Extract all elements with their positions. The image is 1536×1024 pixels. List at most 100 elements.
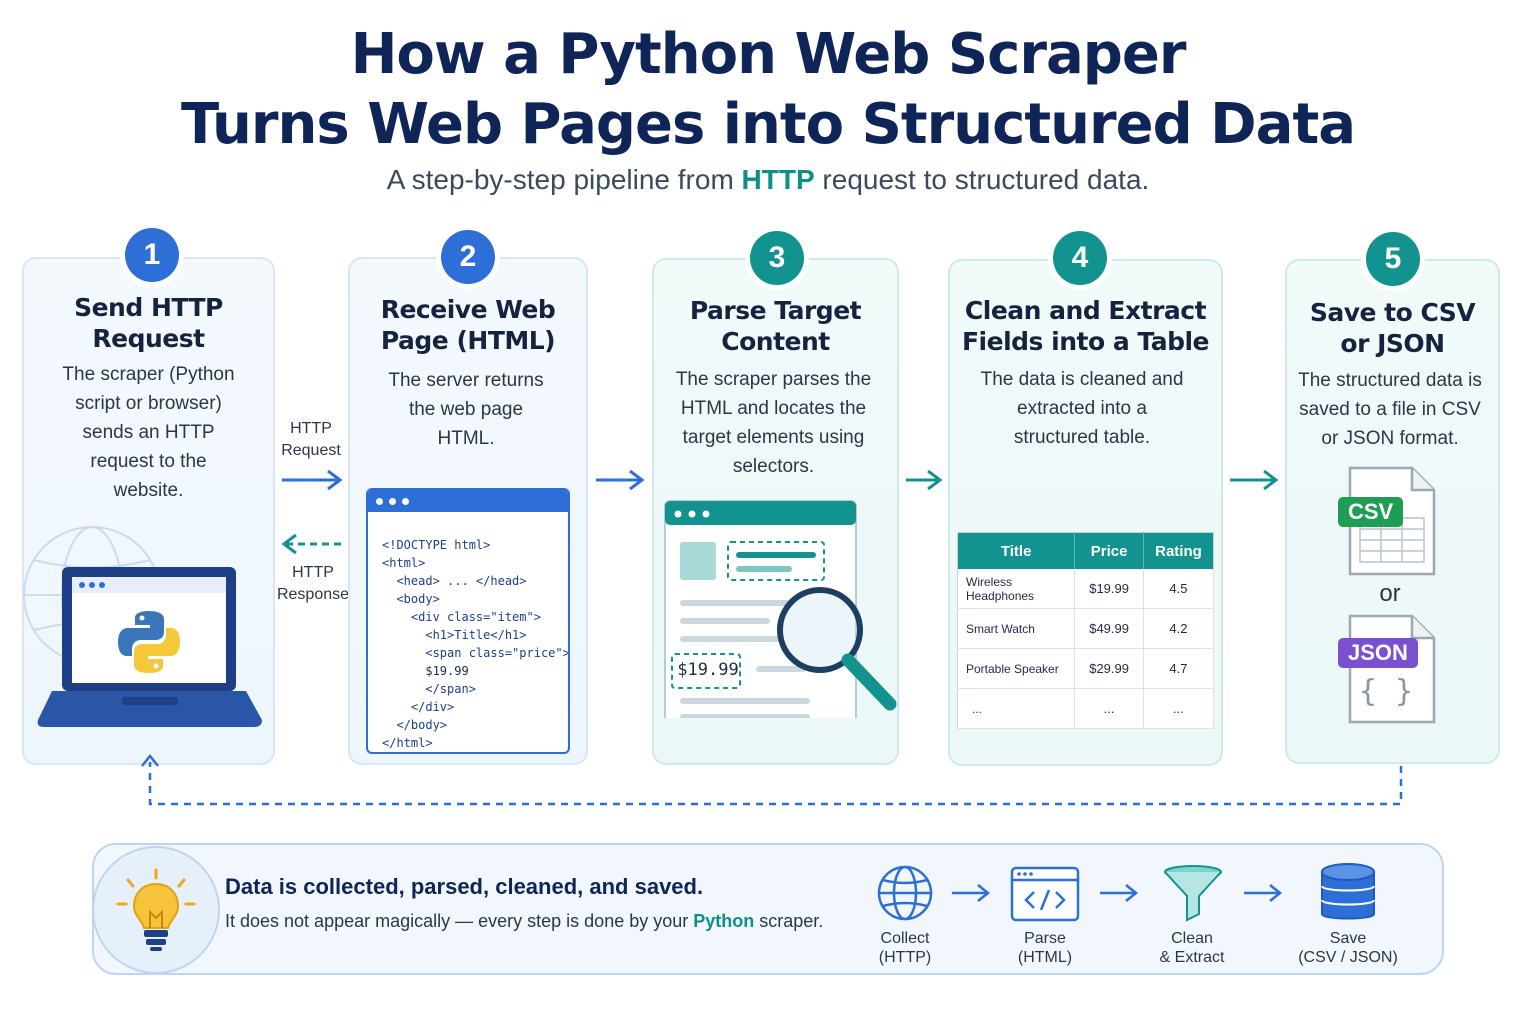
- step-desc-4: The data is cleaned and extracted into a…: [948, 365, 1216, 452]
- table-header-price: Price: [1074, 532, 1144, 569]
- json-file-icon: [1348, 614, 1436, 724]
- code-line: </span>: [382, 682, 476, 696]
- braces-icon: { }: [1358, 674, 1414, 709]
- step-desc-1-line: sends an HTTP: [82, 422, 215, 443]
- table-cell: Smart Watch: [957, 608, 1076, 649]
- step-title-1: Send HTTP Request: [22, 292, 275, 354]
- step-title-3-line1: Parse Target: [689, 296, 862, 325]
- code-line: <div class="item">: [382, 610, 541, 624]
- http-request-label: HTTP Request: [270, 418, 352, 462]
- step-title-1-line1: Send HTTP: [74, 293, 223, 322]
- http-request-label-line: HTTP: [290, 420, 332, 437]
- code-line: </html>: [382, 736, 433, 750]
- flow-label-parse: Parse (HTML): [975, 929, 1115, 967]
- table-cell: 4.2: [1143, 608, 1215, 649]
- step-desc-2-line: the web page: [408, 399, 524, 420]
- http-response-label-line: Response: [276, 586, 350, 603]
- arrow-right-icon: [1244, 884, 1283, 902]
- code-line: <body>: [382, 592, 440, 606]
- step-badge-2: 2: [441, 230, 495, 284]
- step-title-1-line2: Request: [92, 324, 205, 353]
- table-header-title: Title: [957, 532, 1076, 569]
- page-title-line2: Turns Web Pages into Structured Data: [180, 92, 1356, 157]
- subtitle-highlight: HTTP: [741, 164, 815, 195]
- extracted-data-table: Title Price Rating Wireless Headphones $…: [957, 532, 1215, 729]
- code-line: </div>: [382, 700, 455, 714]
- step-desc-3-line: HTML and locates the: [680, 398, 867, 419]
- step-badge-1: 1: [125, 228, 179, 282]
- summary-text: It does not appear magically — every ste…: [225, 911, 823, 932]
- step-badge-5: 5: [1366, 232, 1420, 286]
- flow-label-line: & Extract: [1159, 949, 1225, 966]
- step-desc-3-line: The scraper parses the: [675, 369, 872, 390]
- database-icon: [1321, 863, 1375, 920]
- step-desc-3: The scraper parses the HTML and locates …: [652, 365, 895, 481]
- table-row: ... ... ...: [957, 688, 1215, 729]
- step-badge-3: 3: [750, 231, 804, 285]
- arrow-right-icon: [906, 469, 943, 491]
- table-cell: $29.99: [1074, 648, 1144, 689]
- flow-label-clean: Clean & Extract: [1122, 929, 1262, 967]
- table-cell: 4.7: [1143, 648, 1215, 689]
- step-desc-1-line: The scraper (Python: [62, 364, 235, 385]
- step-title-2-line2: Page (HTML): [380, 326, 556, 355]
- flow-label-line: Save: [1329, 930, 1367, 947]
- step-desc-5-line: The structured data is: [1298, 370, 1482, 391]
- flow-label-collect: Collect (HTTP): [835, 929, 975, 967]
- table-cell: ...: [1074, 688, 1144, 729]
- flow-label-line: (HTML): [1017, 949, 1073, 966]
- http-response-label-line: HTTP: [292, 564, 334, 581]
- table-cell: 4.5: [1143, 569, 1215, 609]
- step-desc-1-line: website.: [113, 480, 184, 501]
- summary-text-highlight: Python: [693, 911, 755, 931]
- parse-page-illustration: [664, 500, 897, 718]
- parsed-price-value: $19.99: [677, 660, 739, 680]
- step-title-4-line1: Clean and Extract: [964, 296, 1207, 325]
- step-title-5-line2: or JSON: [1340, 329, 1445, 358]
- step-title-2-line1: Receive Web: [380, 295, 556, 324]
- table-header-row: Title Price Rating: [957, 532, 1214, 569]
- request-arrow-icon: [282, 469, 343, 491]
- html-code-window: <!DOCTYPE html><html> <head> ... </head>…: [366, 488, 570, 754]
- flow-label-line: (HTTP): [878, 949, 932, 966]
- step-desc-4-line: extracted into a: [1017, 398, 1147, 419]
- lightbulb-icon: [116, 868, 196, 951]
- table-header-rating: Rating: [1143, 532, 1214, 569]
- table-row: Smart Watch $49.99 4.2: [957, 608, 1215, 649]
- subtitle-text: A step-by-step pipeline from: [386, 164, 742, 195]
- step-title-3: Parse Target Content: [652, 295, 899, 357]
- arrow-right-icon: [596, 469, 645, 491]
- code-line: </body>: [382, 718, 448, 732]
- table-cell: ...: [957, 688, 1076, 729]
- code-line: $19.99: [382, 664, 469, 678]
- subtitle-text-end: request to structured data.: [814, 164, 1150, 195]
- table-cell: $19.99: [1074, 569, 1144, 609]
- code-line: <h1>Title</h1>: [382, 628, 527, 642]
- step-title-2: Receive Web Page (HTML): [348, 294, 588, 356]
- table-cell: $49.99: [1074, 608, 1144, 649]
- table-cell: ...: [1143, 688, 1215, 729]
- flow-label-save: Save (CSV / JSON): [1278, 929, 1418, 967]
- or-separator: or: [1379, 580, 1401, 607]
- summary-panel: [92, 843, 1444, 975]
- step-desc-1: The scraper (Python script or browser) s…: [22, 360, 275, 505]
- step-title-5-line1: Save to CSV: [1309, 298, 1476, 327]
- step-desc-1-line: script or browser): [75, 393, 222, 414]
- globe-icon: [877, 865, 933, 921]
- step-desc-1-line: request to the: [90, 451, 207, 472]
- step-desc-2-line: The server returns: [388, 370, 544, 391]
- html-code-block: <!DOCTYPE html><html> <head> ... </head>…: [368, 512, 568, 752]
- summary-text-start: It does not appear magically — every ste…: [225, 911, 694, 931]
- arrow-right-icon: [1230, 469, 1279, 491]
- code-window-titlebar: [368, 490, 568, 512]
- page-subtitle: A step-by-step pipeline from HTTP reques…: [0, 164, 1536, 196]
- page-title-line1: How a Python Web Scraper: [350, 22, 1187, 87]
- step-desc-5: The structured data is saved to a file i…: [1285, 366, 1495, 453]
- step-title-5: Save to CSV or JSON: [1285, 297, 1500, 359]
- laptop-python-illustration: [23, 526, 262, 727]
- loop-back-arrow-icon: [141, 753, 1403, 806]
- step-desc-3-line: selectors.: [732, 456, 815, 477]
- http-request-label-line: Request: [281, 442, 341, 459]
- step-desc-5-line: or JSON format.: [1321, 428, 1459, 449]
- code-window-icon: [1010, 866, 1080, 922]
